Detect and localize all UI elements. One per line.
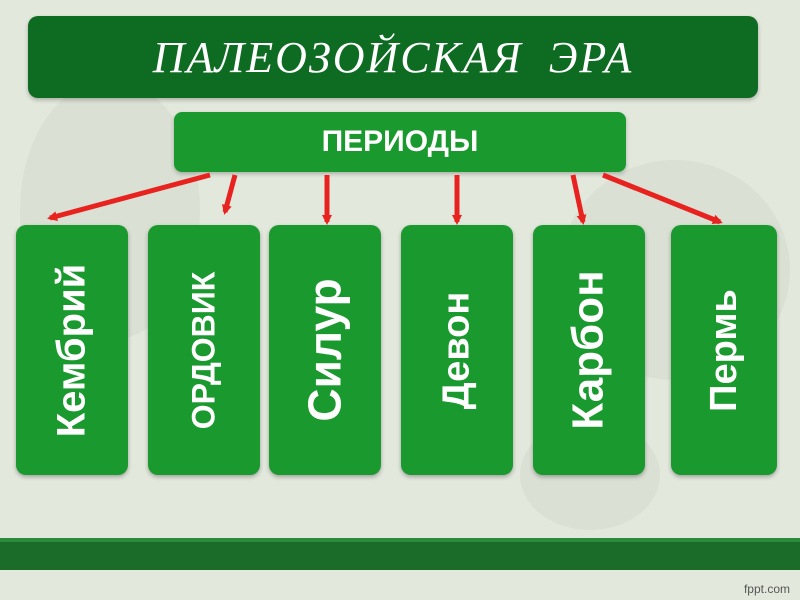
period-label: Девон xyxy=(435,291,478,409)
period-label: Кембрий xyxy=(49,263,94,437)
footer-band xyxy=(0,538,800,570)
arrow-to-karbon xyxy=(570,174,587,225)
arrow-to-kembriy xyxy=(47,172,211,222)
watermark: fppt.com xyxy=(743,582,790,596)
period-kembriy: Кембрий xyxy=(16,225,128,475)
footer-stripe xyxy=(0,538,800,542)
period-label: Пермь xyxy=(702,288,745,412)
period-ordovik: ОРДОВИК xyxy=(148,225,260,475)
arrow-to-ordovik xyxy=(221,174,238,215)
period-silur: Силур xyxy=(269,225,381,475)
title-bar: ПАЛЕОЗОЙСКАЯ ЭРА xyxy=(28,16,758,98)
periods-header: ПЕРИОДЫ xyxy=(174,112,626,172)
page-title: ПАЛЕОЗОЙСКАЯ ЭРА xyxy=(152,32,634,82)
arrow-to-perm xyxy=(602,172,723,225)
period-perm: Пермь xyxy=(671,225,777,475)
periods-header-label: ПЕРИОДЫ xyxy=(321,125,479,158)
period-label: Карбон xyxy=(564,270,613,430)
period-karbon: Карбон xyxy=(533,225,645,475)
period-label: Силур xyxy=(299,278,352,422)
period-label: ОРДОВИК xyxy=(185,271,222,429)
period-devon: Девон xyxy=(401,225,513,475)
